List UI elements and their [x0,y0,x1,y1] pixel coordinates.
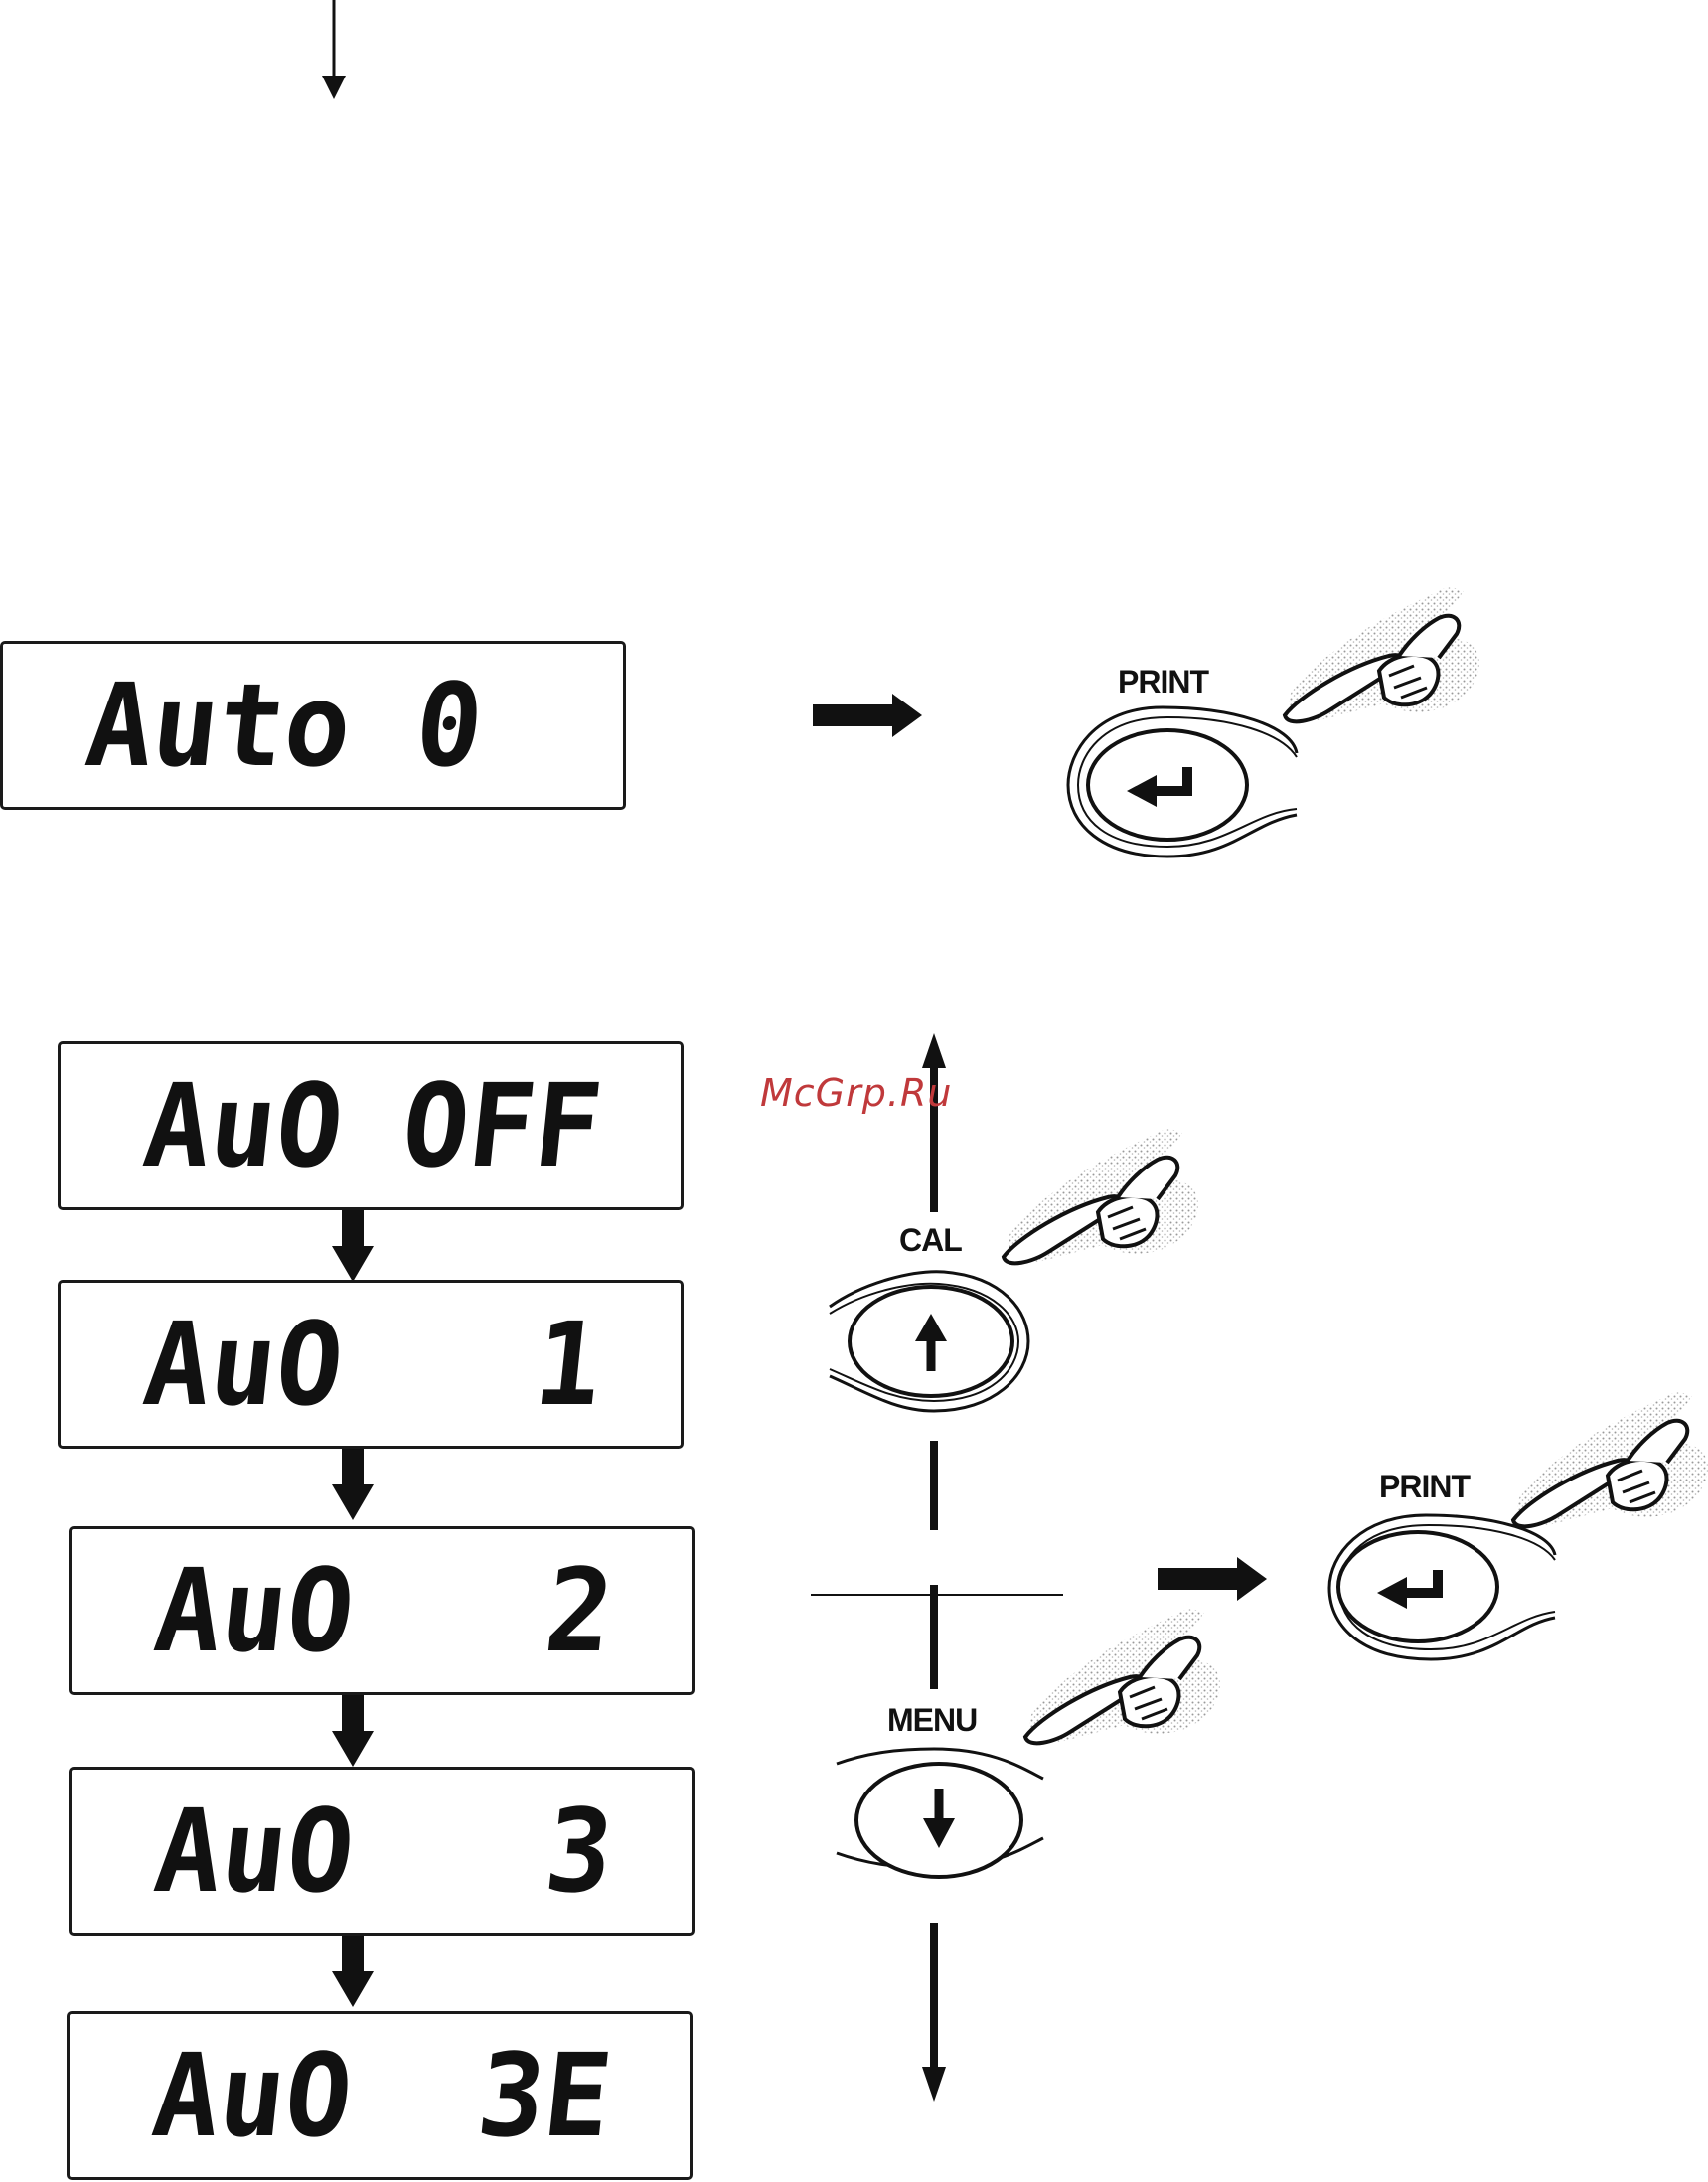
arrow-to-print-top [813,694,922,737]
lcd-text-right: 1 [530,1307,607,1422]
down-arrow-line [922,1923,946,2102]
pointing-hand-icon [1513,1391,1708,1526]
lcd-display-option: AuO 2 [69,1526,695,1695]
pointing-hand-icon [1004,1128,1198,1263]
print-key-label-top: PRINT [1118,664,1208,701]
lcd-text-left: AuO [139,1307,349,1422]
lcd-text-right: OFF [397,1068,607,1183]
print-key-label-right: PRINT [1379,1469,1470,1505]
lcd-text-left: AuO [139,1068,349,1183]
lcd-text-left: AuO [148,2038,358,2153]
menu-key-label: MENU [887,1702,977,1739]
lcd-display-option: AuO OFF [58,1041,684,1210]
pointing-hand-icon [1025,1608,1220,1743]
pointing-hand-icon [1285,586,1479,721]
cal-key-label: CAL [899,1222,962,1259]
lcd-text-left: AuO [150,1553,360,1668]
flow-arrow-1 [332,1210,374,1282]
flow-arrow-2 [332,1449,374,1520]
flow-arrow-3 [332,1695,374,1767]
watermark-text: McGrp.Ru [760,1071,952,1115]
lcd-text-left: AuO [150,1793,360,1909]
top-down-arrow [322,0,346,99]
lcd-display-option: AuO 3 [69,1767,695,1936]
lcd-text-right: 3 [541,1793,618,1909]
lcd-display-option: AuO 1 [58,1280,684,1449]
lcd-text-right: 2 [541,1553,618,1668]
arrow-to-print-right [1158,1557,1267,1601]
lcd-display-auto0: Auto 0 [0,641,626,810]
lcd-display-option: AuO 3E [67,2011,693,2180]
up-arrow-line [922,1033,946,1212]
lcd-text-auto0: Auto 0 [81,668,488,783]
lcd-text-right: 3E [472,2038,616,2153]
flow-arrow-4 [332,1936,374,2007]
